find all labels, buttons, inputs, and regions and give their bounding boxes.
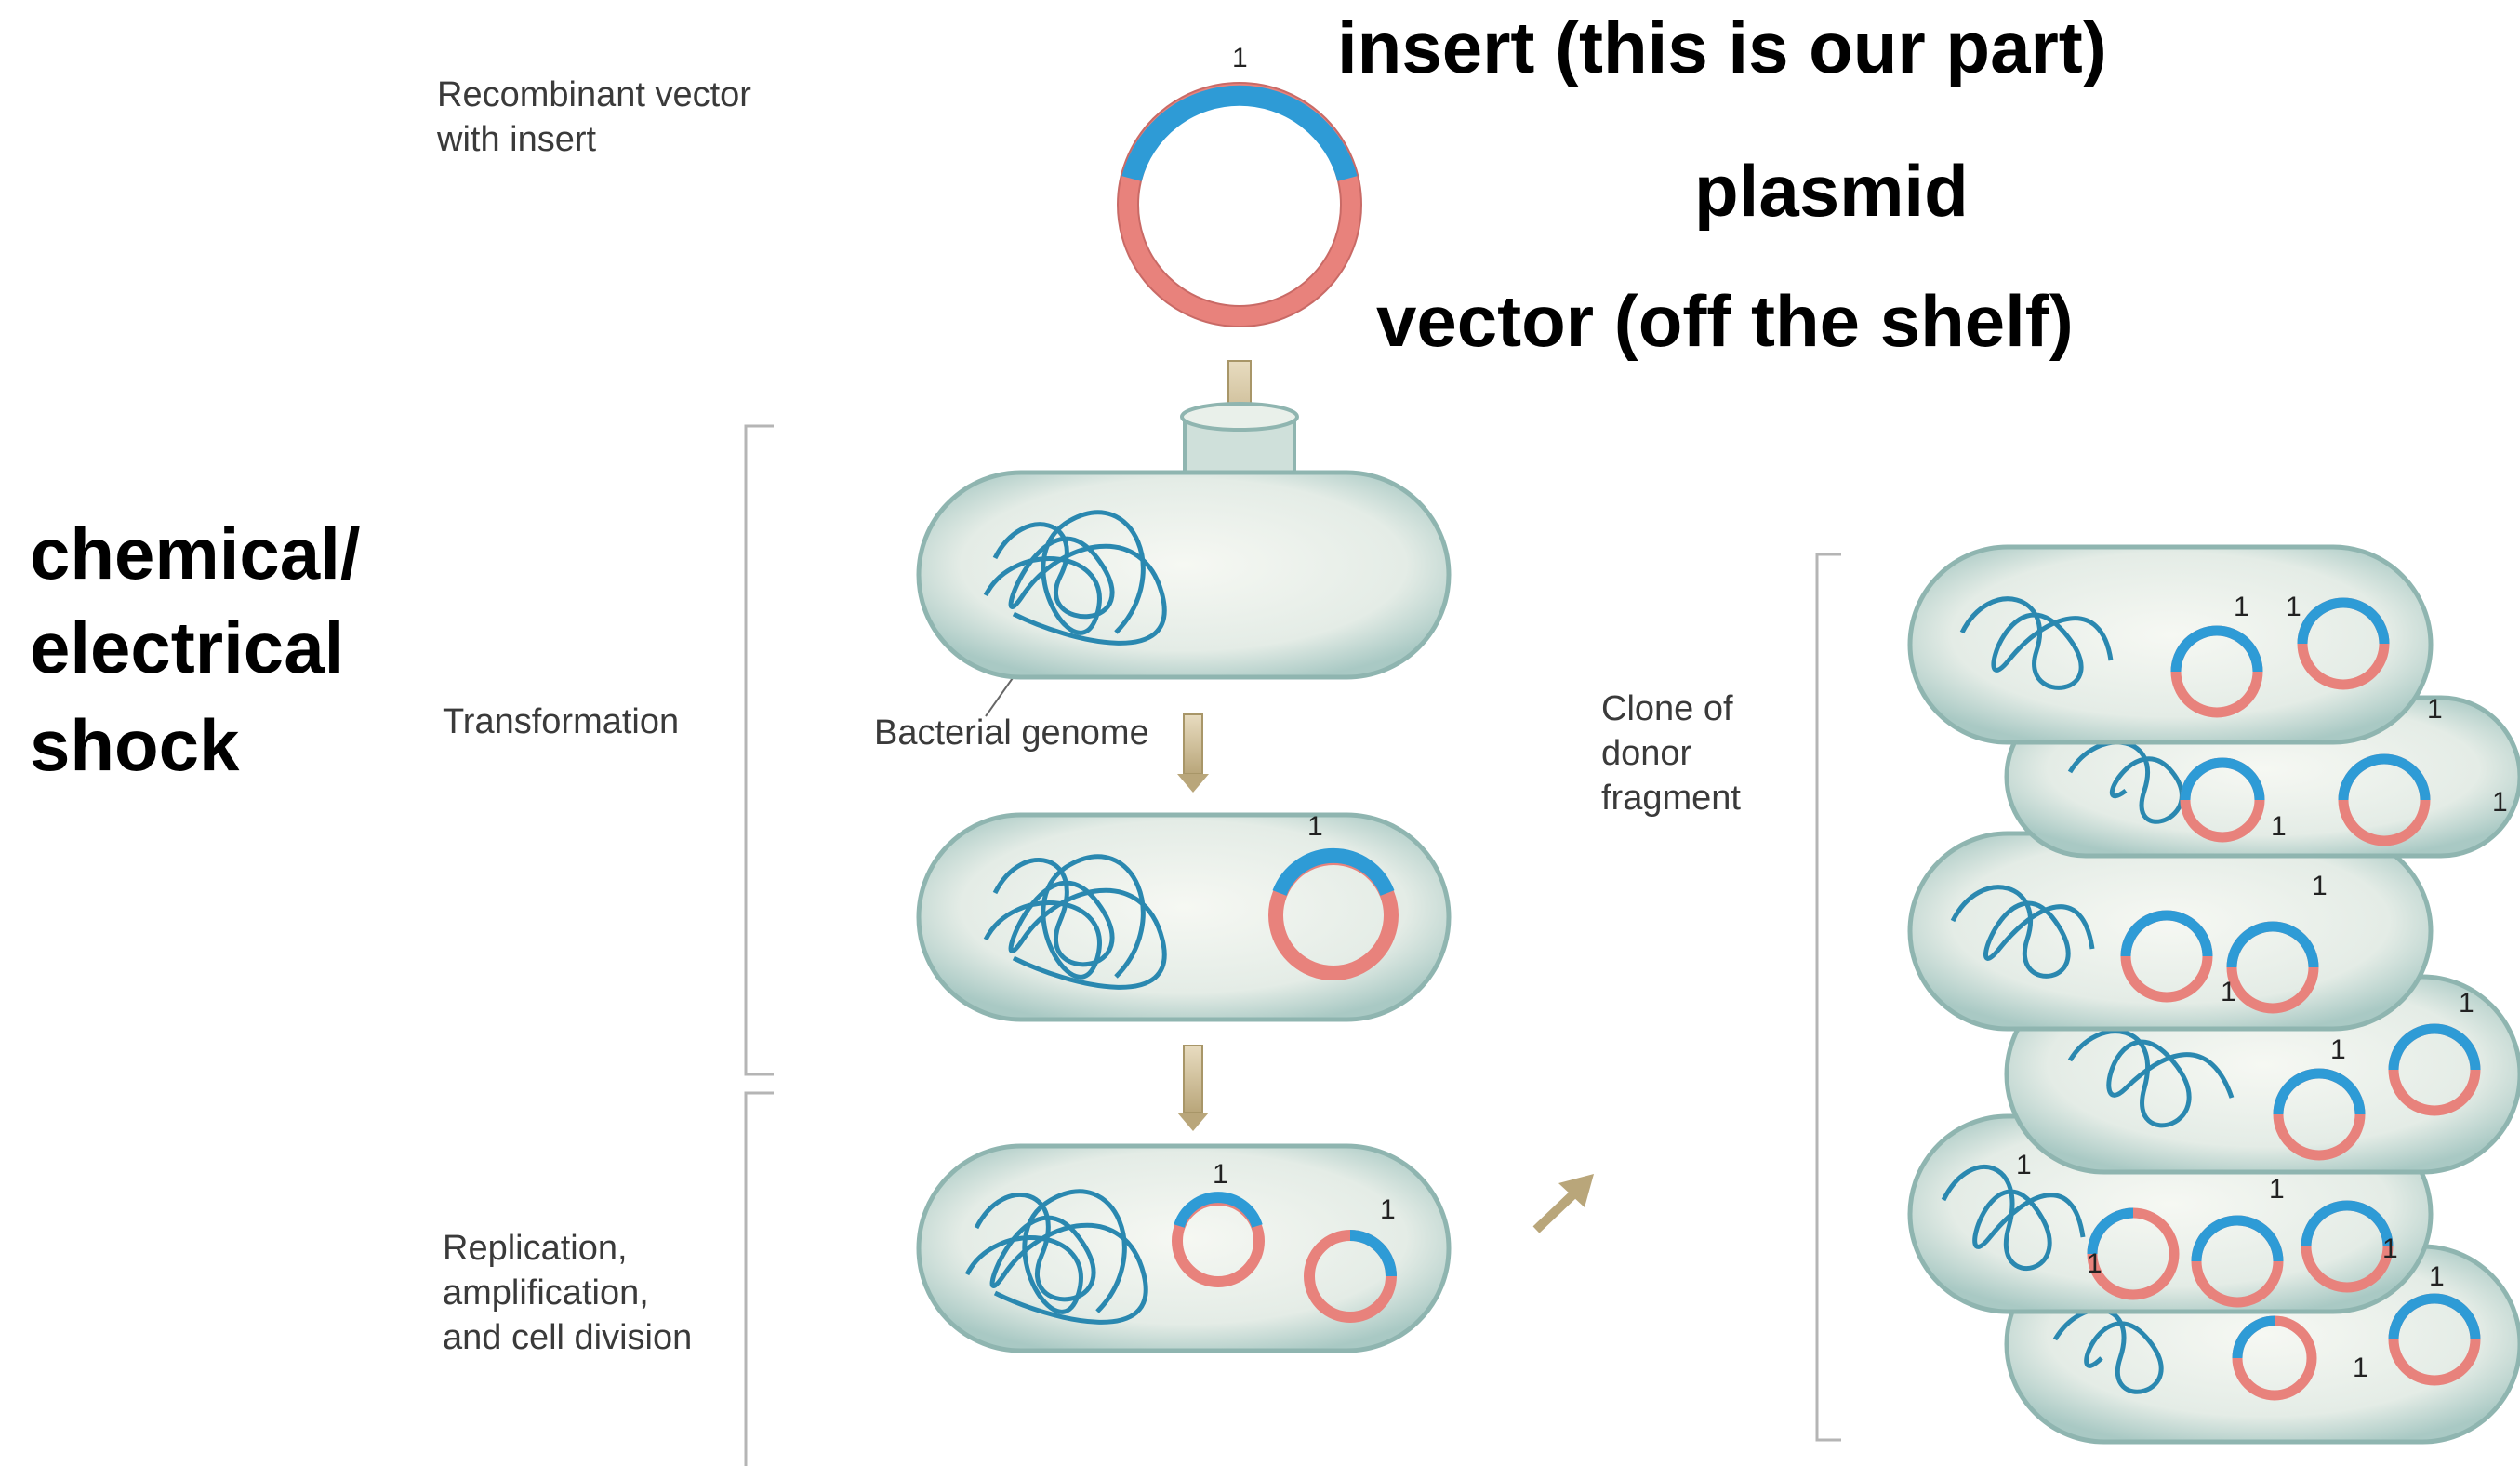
replication-label-2: amplification, [443, 1273, 649, 1313]
insert-annotation: insert (this is our part) [1337, 7, 2107, 88]
replication-label-1: Replication, [443, 1229, 628, 1268]
plasmid-insert-number: 1 [1380, 1194, 1396, 1225]
clone-label-2: donor [1601, 734, 1692, 773]
transformation-bracket [746, 426, 774, 1074]
shock-annotation-2: electrical [30, 606, 344, 688]
vector-annotation: vector (off the shelf) [1376, 280, 2074, 362]
plasmid-insert-number: 1 [2234, 592, 2249, 622]
plasmid-insert-number: 1 [2087, 1248, 2102, 1279]
plasmid-insert-number: 1 [2492, 787, 2508, 818]
recombinant-vector-label: Recombinant vector [437, 75, 751, 114]
clone-cell: 1 1 [1910, 833, 2431, 1029]
bacterial-genome-label: Bacterial genome [874, 713, 1149, 753]
plasmid-insert-number: 1 [1213, 1159, 1228, 1190]
clone-stack: 1 1 1 1 1 1 1 1 [1910, 547, 2520, 1442]
plasmid-insert-number: 1 [2269, 1174, 2285, 1205]
plasmid-insert-number: 1 [1232, 43, 1248, 73]
shock-annotation-3: shock [30, 704, 240, 786]
recombinant-vector-label-2: with insert [436, 120, 596, 159]
plasmid-insert-number: 1 [2271, 811, 2287, 842]
clone-label-3: fragment [1601, 779, 1741, 818]
plasmid-insert-number: 1 [2221, 977, 2236, 1007]
plasmid-insert-number: 1 [2286, 592, 2301, 622]
replication-label-3: and cell division [443, 1318, 692, 1357]
plasmid-insert-number: 1 [2353, 1353, 2368, 1383]
plasmid-insert-number: 1 [2016, 1150, 2032, 1180]
diagonal-arrow [1536, 1174, 1594, 1230]
plasmid-annotation: plasmid [1694, 150, 1969, 232]
replication-bracket [746, 1093, 774, 1466]
plasmid-insert-number: 1 [2382, 1233, 2398, 1264]
plasmid-insert-number: 1 [2429, 1261, 2445, 1292]
plasmid-insert-number: 1 [2459, 988, 2474, 1019]
bacterium-receiving [919, 404, 1449, 677]
plasmid-insert-number: 1 [2427, 694, 2443, 725]
down-arrow-3 [1177, 1046, 1209, 1131]
bacterium-replicated: 1 1 [919, 1146, 1449, 1351]
plasmid-insert-number: 1 [2330, 1034, 2346, 1065]
plasmid-insert-number: 1 [2312, 871, 2328, 901]
down-arrow-2 [1177, 714, 1209, 793]
recombinant-plasmid: 1 [1118, 43, 1361, 327]
clone-label-1: Clone of [1601, 689, 1733, 728]
plasmid-insert-number: 1 [1307, 811, 1323, 842]
clone-bracket [1817, 554, 1841, 1440]
clone-cell: 1 1 [1910, 547, 2431, 742]
transformation-label: Transformation [443, 702, 679, 741]
bacterium-transformed: 1 [919, 811, 1449, 1020]
shock-annotation-1: chemical/ [30, 513, 361, 594]
